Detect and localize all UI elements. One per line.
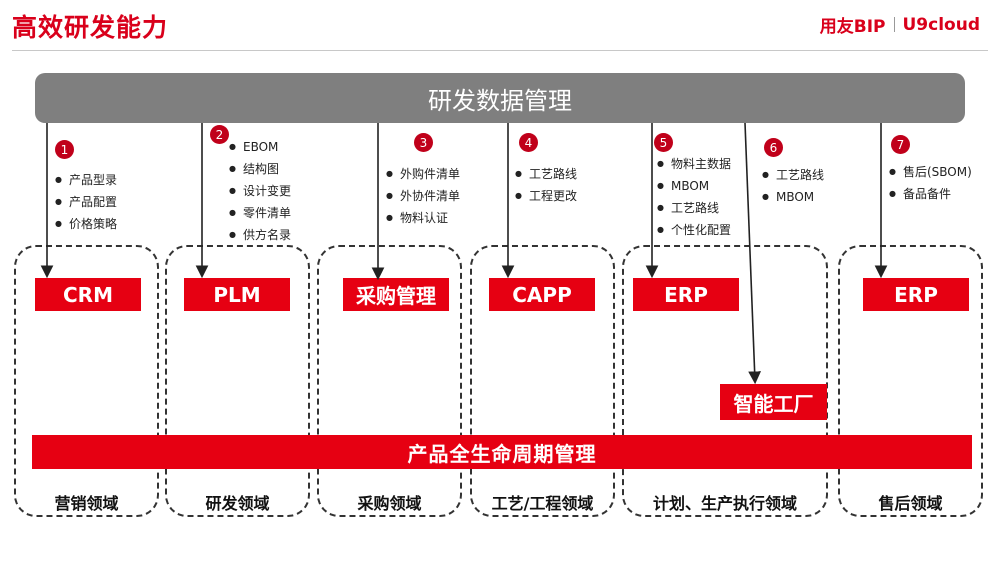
brand-divider xyxy=(893,17,895,32)
list-item: 外协件清单 xyxy=(386,186,460,208)
list-item: 外购件清单 xyxy=(386,164,460,186)
domain-label-aftersales: 售后领域 xyxy=(878,494,943,513)
domain-box-marketing xyxy=(14,245,159,517)
list-item: 售后(SBOM) xyxy=(889,162,972,184)
u9cloud-logo: U9cloud xyxy=(902,14,981,35)
domain-box-procurement xyxy=(317,245,462,517)
domain-label-engineering: 工艺/工程领域 xyxy=(491,494,594,513)
brand-logo: 用友BIP U9cloud xyxy=(819,12,981,38)
domain-box-production xyxy=(622,245,828,517)
domain-label-marketing: 营销领域 xyxy=(54,494,119,513)
list-item: EBOM xyxy=(229,137,291,159)
page-title: 高效研发能力 xyxy=(12,13,169,42)
item-list-7: 售后(SBOM) 备品备件 xyxy=(889,162,972,206)
smart-factory-box: 智能工厂 xyxy=(720,384,827,420)
arrow-to-smart-factory xyxy=(744,122,762,385)
item-list-1: 产品型录 产品配置 价格策略 xyxy=(55,170,117,236)
list-item: 结构图 xyxy=(229,159,291,181)
system-procurement: 采购管理 xyxy=(343,278,449,311)
step-badge-1: 1 xyxy=(55,140,74,159)
list-item: 设计变更 xyxy=(229,181,291,203)
list-item: 产品型录 xyxy=(55,170,117,192)
step-badge-6: 6 xyxy=(764,138,783,157)
step-badge-7: 7 xyxy=(891,135,910,154)
title-rule xyxy=(12,50,988,51)
rd-data-management-bar: 研发数据管理 xyxy=(35,73,965,123)
list-item: MBOM xyxy=(657,176,731,198)
item-list-5: 物料主数据 MBOM 工艺路线 个性化配置 xyxy=(657,154,731,242)
domain-box-aftersales xyxy=(838,245,983,517)
domain-label-rd: 研发领域 xyxy=(205,494,270,513)
step-badge-3: 3 xyxy=(414,133,433,152)
domain-box-engineering xyxy=(470,245,615,517)
list-item: MBOM xyxy=(762,187,824,209)
item-list-2: EBOM 结构图 设计变更 零件清单 供方名录 xyxy=(229,137,291,247)
list-item: 个性化配置 xyxy=(657,220,731,242)
list-item: 物料认证 xyxy=(386,208,460,230)
list-item: 物料主数据 xyxy=(657,154,731,176)
list-item: 供方名录 xyxy=(229,225,291,247)
system-crm: CRM xyxy=(35,278,141,311)
step-badge-5: 5 xyxy=(654,133,673,152)
list-item: 价格策略 xyxy=(55,214,117,236)
list-item: 工艺路线 xyxy=(762,165,824,187)
step-badge-2: 2 xyxy=(210,125,229,144)
item-list-6: 工艺路线 MBOM xyxy=(762,165,824,209)
domain-label-production: 计划、生产执行领域 xyxy=(652,494,797,513)
list-item: 工程更改 xyxy=(515,186,577,208)
plm-lifecycle-bar: 产品全生命周期管理 xyxy=(32,435,972,469)
item-list-4: 工艺路线 工程更改 xyxy=(515,164,577,208)
yonyou-bip-logo: 用友BIP xyxy=(819,17,886,37)
system-capp: CAPP xyxy=(489,278,595,311)
system-plm: PLM xyxy=(184,278,290,311)
list-item: 产品配置 xyxy=(55,192,117,214)
list-item: 备品备件 xyxy=(889,184,972,206)
list-item: 工艺路线 xyxy=(515,164,577,186)
step-badge-4: 4 xyxy=(519,133,538,152)
system-erp-aftersales: ERP xyxy=(863,278,969,311)
list-item: 工艺路线 xyxy=(657,198,731,220)
item-list-3: 外购件清单 外协件清单 物料认证 xyxy=(386,164,460,230)
system-erp-production: ERP xyxy=(633,278,739,311)
domain-label-procurement: 采购领域 xyxy=(357,494,422,513)
list-item: 零件清单 xyxy=(229,203,291,225)
